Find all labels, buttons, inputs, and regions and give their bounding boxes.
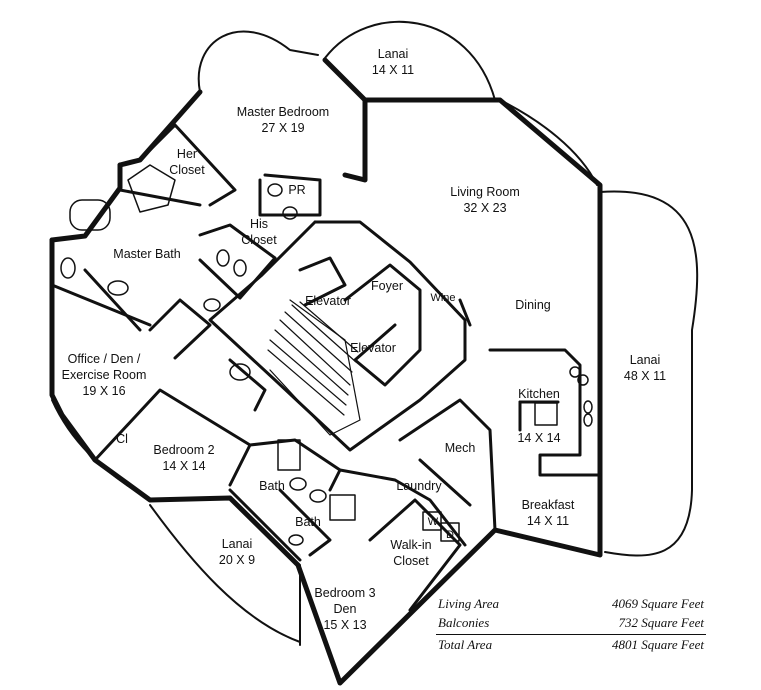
room-laundry: Laundry bbox=[396, 478, 441, 494]
room-name: Elevator bbox=[350, 341, 396, 355]
room-size: 20 X 9 bbox=[218, 553, 256, 567]
balcony-outlines bbox=[51, 20, 699, 646]
room-name: W bbox=[427, 516, 439, 528]
room-name-line1: His bbox=[249, 217, 269, 231]
room-name: Bedroom 2 bbox=[153, 443, 215, 457]
room-name: PR bbox=[288, 183, 306, 197]
room-name: Master Bath bbox=[113, 247, 181, 261]
room-name: Foyer bbox=[371, 279, 403, 293]
interior-walls bbox=[50, 123, 602, 612]
room-kitchen: Kitchen bbox=[518, 386, 560, 402]
room-name-line2: Closet bbox=[241, 233, 277, 247]
room-foyer: Foyer bbox=[371, 278, 403, 294]
room-name-line2: Den bbox=[333, 602, 357, 616]
room-name: Bath bbox=[295, 515, 321, 529]
room-size: 19 X 16 bbox=[82, 384, 126, 398]
room-mech: Mech bbox=[445, 440, 476, 456]
room-size: 14 X 14 bbox=[517, 431, 561, 445]
fixtures bbox=[60, 164, 593, 546]
room-name: Wine bbox=[430, 292, 456, 304]
room-size: 48 X 11 bbox=[623, 369, 667, 383]
room-lanai-left: Lanai 20 X 9 bbox=[219, 536, 255, 568]
room-name: Mech bbox=[444, 441, 476, 455]
room-name: Dining bbox=[515, 298, 551, 312]
room-powder-room: PR bbox=[288, 182, 305, 198]
room-master-bath: Master Bath bbox=[113, 246, 180, 262]
room-size: 14 X 11 bbox=[526, 514, 570, 528]
room-name-line2: Closet bbox=[393, 554, 429, 568]
room-breakfast: Breakfast 14 X 11 bbox=[522, 497, 575, 529]
room-name: Elevator bbox=[305, 294, 351, 308]
room-name-line1: Office / Den / bbox=[67, 352, 141, 366]
room-name: Lanai bbox=[629, 353, 661, 367]
room-name: Living Room bbox=[450, 185, 520, 199]
room-name: Master Bedroom bbox=[236, 105, 330, 119]
room-name-line1: Walk-in bbox=[390, 538, 432, 552]
room-elevator-2: Elevator bbox=[350, 340, 396, 356]
room-lanai-right: Lanai 48 X 11 bbox=[624, 352, 666, 384]
area-value: 4801 Square Feet bbox=[612, 637, 704, 652]
room-name-line1: Bedroom 3 bbox=[314, 586, 376, 600]
room-name: Bath bbox=[259, 479, 285, 493]
room-her-closet: Her Closet bbox=[169, 146, 204, 178]
area-summary-table: Living Area 4069 Square Feet Balconies 7… bbox=[436, 594, 706, 654]
room-bedroom-3-den: Bedroom 3 Den 15 X 13 bbox=[314, 585, 375, 633]
area-row-total: Total Area 4801 Square Feet bbox=[436, 634, 706, 654]
area-label: Living Area bbox=[438, 596, 500, 611]
area-value: 4069 Square Feet bbox=[612, 596, 704, 611]
area-row-living: Living Area 4069 Square Feet bbox=[436, 594, 706, 613]
room-name: Lanai bbox=[221, 537, 253, 551]
dryer-label: D bbox=[446, 527, 454, 543]
room-office-den-exercise: Office / Den / Exercise Room 19 X 16 bbox=[62, 351, 147, 399]
room-size: 15 X 13 bbox=[323, 618, 367, 632]
room-size: 14 X 11 bbox=[371, 63, 415, 77]
room-name-line2: Closet bbox=[169, 163, 205, 177]
room-bath-1: Bath bbox=[259, 478, 285, 494]
room-master-bedroom: Master Bedroom 27 X 19 bbox=[237, 104, 329, 136]
exterior-walls bbox=[49, 57, 603, 686]
room-kitchen-size: 14 X 14 bbox=[517, 430, 560, 446]
area-label: Total Area bbox=[438, 637, 493, 652]
room-name: Laundry bbox=[396, 479, 442, 493]
room-bedroom-2: Bedroom 2 14 X 14 bbox=[153, 442, 214, 474]
room-closet: Cl bbox=[116, 431, 128, 447]
room-lanai-top: Lanai 14 X 11 bbox=[372, 46, 414, 78]
room-name: Kitchen bbox=[518, 387, 560, 401]
room-walkin-closet: Walk-in Closet bbox=[390, 537, 431, 569]
room-name-line2: Exercise Room bbox=[61, 368, 147, 382]
room-size: 32 X 23 bbox=[463, 201, 507, 215]
stair-treads bbox=[267, 299, 361, 436]
room-name-line1: Her bbox=[176, 147, 198, 161]
room-name: Lanai bbox=[377, 47, 409, 61]
room-his-closet: His Closet bbox=[241, 216, 276, 248]
room-dining: Dining bbox=[515, 297, 550, 313]
room-bath-2: Bath bbox=[295, 514, 321, 530]
room-elevator-1: Elevator bbox=[305, 293, 351, 309]
room-size: 14 X 14 bbox=[162, 459, 206, 473]
room-name: D bbox=[446, 529, 454, 541]
area-row-balconies: Balconies 732 Square Feet bbox=[436, 613, 706, 632]
area-value: 732 Square Feet bbox=[618, 615, 704, 630]
room-living-room: Living Room 32 X 23 bbox=[450, 184, 519, 216]
area-label: Balconies bbox=[438, 615, 490, 630]
washer-label: W bbox=[428, 514, 438, 530]
room-wine: Wine bbox=[430, 290, 455, 306]
room-name: Breakfast bbox=[521, 498, 575, 512]
room-size: 27 X 19 bbox=[261, 121, 305, 135]
room-name: Cl bbox=[116, 432, 128, 446]
